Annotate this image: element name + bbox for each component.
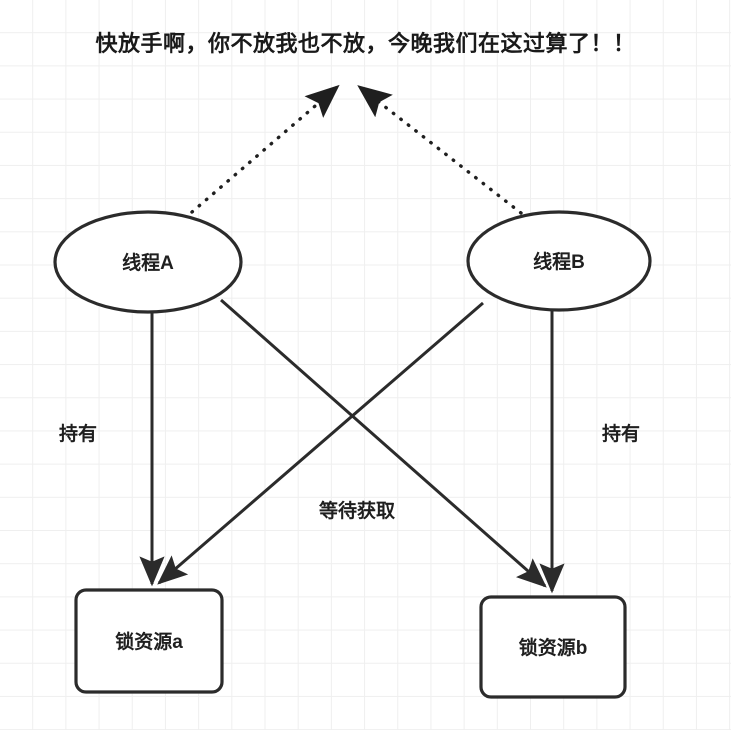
node-thread-a[interactable] — [53, 210, 243, 314]
edge-thread-b-complaint — [357, 85, 523, 215]
node-thread-a-label: 线程A — [122, 251, 174, 274]
edge-thread-a-waits-lock-b — [220, 298, 547, 588]
edge-thread-b-waits-lock-a — [157, 301, 484, 585]
node-lock-a[interactable] — [74, 588, 224, 694]
node-lock-a-label: 锁资源a — [115, 630, 183, 653]
node-thread-b[interactable] — [466, 210, 652, 312]
edge-label-wait-center: 等待获取 — [318, 499, 395, 522]
node-lock-b[interactable] — [479, 595, 627, 699]
node-lock-b-label: 锁资源b — [519, 636, 588, 659]
node-thread-b-label: 线程B — [533, 250, 585, 273]
diagram-title: 快放手啊，你不放我也不放，今晚我们在这过算了！！ — [95, 31, 636, 56]
edge-label-hold-left: 持有 — [59, 422, 97, 445]
edge-label-hold-right: 持有 — [602, 422, 640, 445]
edge-thread-a-complaint — [190, 84, 340, 214]
